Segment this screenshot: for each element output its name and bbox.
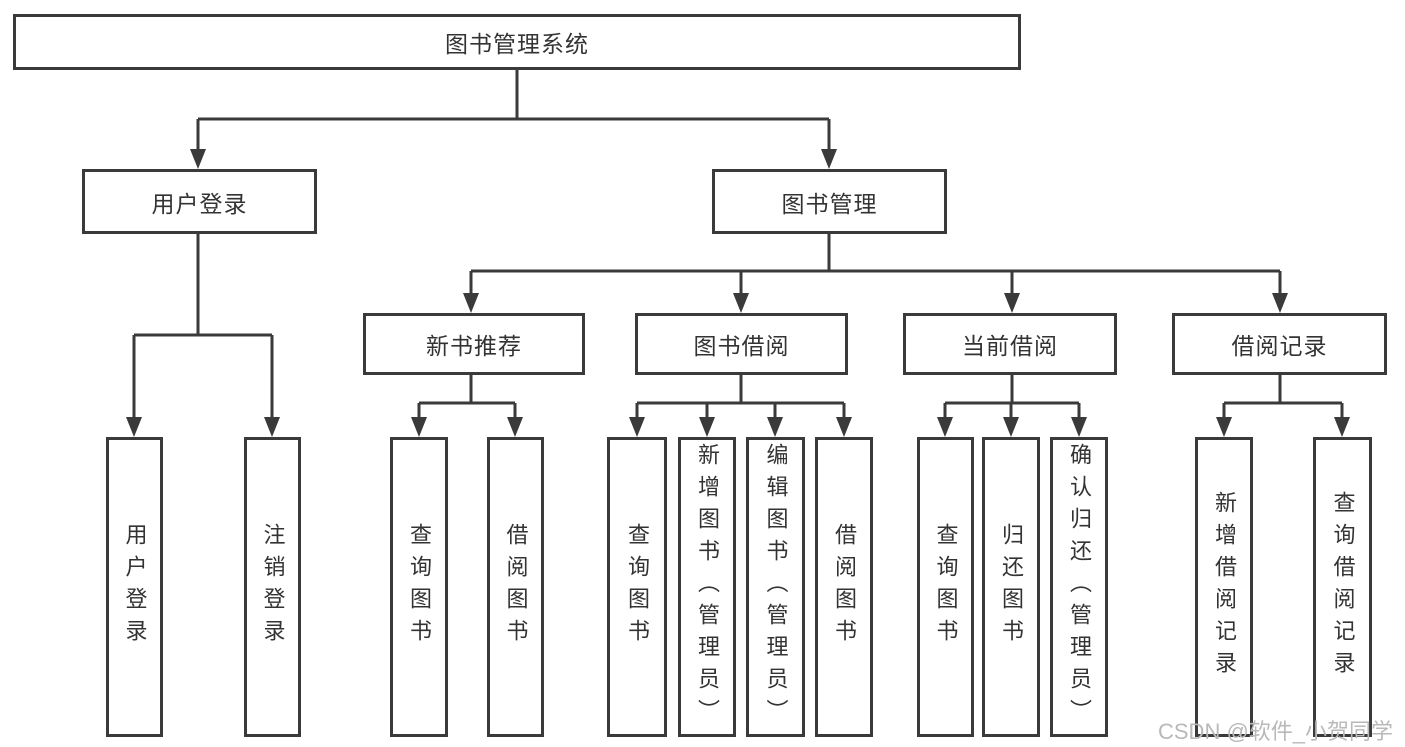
node-label: 查询图书 <box>407 523 432 651</box>
node-label: 图书管理系统 <box>445 31 589 57</box>
node-label: 用户登录 <box>151 190 248 217</box>
node-user-login-branch: 用户登录 <box>82 169 317 234</box>
node-label: 注销登录 <box>260 523 286 651</box>
node-label: 归还图书 <box>999 523 1024 651</box>
leaf-confirm-return-admin: 确认归还（管理员） <box>1050 437 1108 737</box>
node-label: 当前借阅 <box>962 333 1058 359</box>
node-label: 用户登录 <box>122 523 148 651</box>
node-book-management: 图书管理 <box>712 169 947 234</box>
node-book-borrowing: 图书借阅 <box>635 313 848 375</box>
node-library-management-system: 图书管理系统 <box>13 14 1021 70</box>
node-label: 查询图书 <box>625 523 650 651</box>
leaf-return-books: 归还图书 <box>982 437 1040 737</box>
node-label: 新书推荐 <box>426 333 522 359</box>
node-new-book-recommendation: 新书推荐 <box>363 313 585 375</box>
node-current-borrowing: 当前借阅 <box>903 313 1117 375</box>
leaf-add-borrow-record: 新增借阅记录 <box>1195 437 1253 737</box>
node-label: 新增借阅记录 <box>1212 491 1237 683</box>
leaf-add-book-admin: 新增图书（管理员） <box>678 437 736 737</box>
leaf-user-login: 用户登录 <box>106 437 163 737</box>
leaf-edit-book-admin: 编辑图书（管理员） <box>746 437 805 737</box>
arrowheads <box>126 149 1350 437</box>
leaf-query-borrow-record: 查询借阅记录 <box>1313 437 1372 737</box>
node-label: 借阅图书 <box>832 523 857 651</box>
node-label: 编辑图书（管理员） <box>763 443 789 731</box>
node-label: 确认归还（管理员） <box>1067 443 1092 731</box>
node-label: 查询图书 <box>933 523 959 651</box>
node-borrowing-records: 借阅记录 <box>1172 313 1387 375</box>
node-label: 图书管理 <box>781 190 878 217</box>
csdn-watermark: CSDN @软件_小贺同学 <box>1158 719 1394 744</box>
node-label: 借阅记录 <box>1231 333 1328 359</box>
leaf-logout: 注销登录 <box>244 437 301 737</box>
leaf-query-books-recommend: 查询图书 <box>390 437 448 737</box>
node-label: 图书借阅 <box>693 333 790 359</box>
leaf-borrow-books: 借阅图书 <box>815 437 873 737</box>
connector-path <box>132 70 1344 420</box>
leaf-query-books-current: 查询图书 <box>917 437 974 737</box>
leaf-query-books-borrowing: 查询图书 <box>607 437 667 737</box>
node-label: 查询借阅记录 <box>1330 491 1356 683</box>
leaf-borrow-books-recommend: 借阅图书 <box>487 437 544 737</box>
node-label: 新增图书（管理员） <box>695 443 720 731</box>
node-label: 借阅图书 <box>503 523 529 651</box>
